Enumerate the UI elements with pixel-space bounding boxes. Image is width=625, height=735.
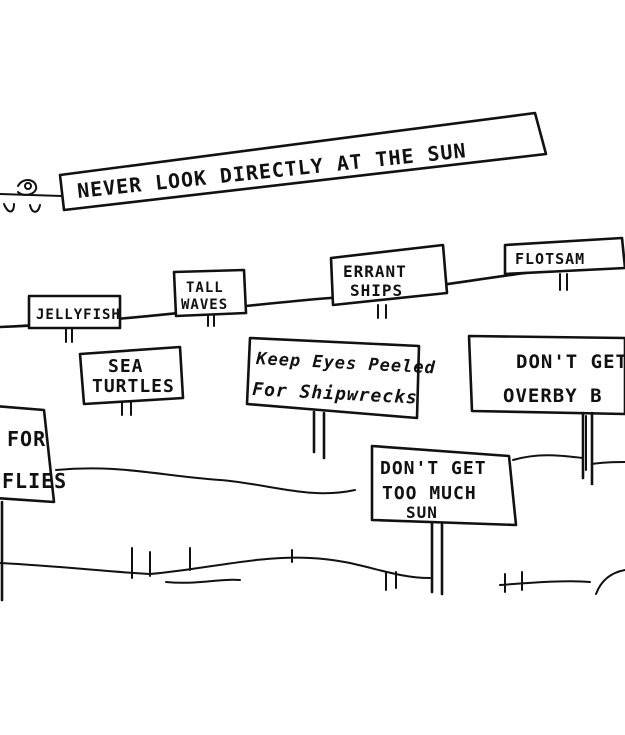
sign-text-flotsam: FLOTSAM <box>515 250 585 268</box>
sign-text-overby: OVERBY B <box>503 385 603 407</box>
sign-text-dont-get-1: DON'T GET <box>516 351 625 373</box>
sign-errant-ships: ERRANT SHIPS <box>329 243 449 319</box>
sign-text-too-much: TOO MUCH <box>382 483 477 504</box>
sign-text-jellyfish: JELLYFISH <box>36 307 121 323</box>
sign-text-for: FOR <box>7 427 46 451</box>
sign-too-much-sun: DON'T GET TOO MUCH SUN <box>370 444 518 596</box>
sign-text-errant: ERRANT <box>343 262 407 281</box>
sign-text-dont-get-2: DON'T GET <box>380 458 487 479</box>
sign-text-ships: SHIPS <box>350 281 403 300</box>
sign-text-sea: SEA <box>108 356 144 377</box>
sign-never-look-at-sun: NEVER LOOK DIRECTLY AT THE SUN <box>58 111 548 212</box>
sign-text-tall: TALL <box>186 280 224 296</box>
sign-flies: FOR FLIES <box>0 405 67 602</box>
figure-sketch <box>0 179 63 213</box>
sign-text-waves: WAVES <box>181 297 228 313</box>
dune-lines <box>0 415 625 595</box>
sign-dont-get-overboard: DON'T GET OVERBY B <box>467 334 625 486</box>
sign-shipwrecks: Keep Eyes Peeled For Shipwrecks <box>245 336 436 460</box>
sign-text-flies: FLIES <box>2 469 67 493</box>
sign-flotsam: FLOTSAM <box>503 236 625 291</box>
sign-tall-waves: TALL WAVES <box>172 268 248 327</box>
sign-text-turtles: TURTLES <box>92 376 175 397</box>
sign-text-sun-word: SUN <box>406 503 438 522</box>
sign-sea-turtles: SEA TURTLES <box>78 345 185 416</box>
sign-jellyfish: JELLYFISH <box>27 294 122 343</box>
